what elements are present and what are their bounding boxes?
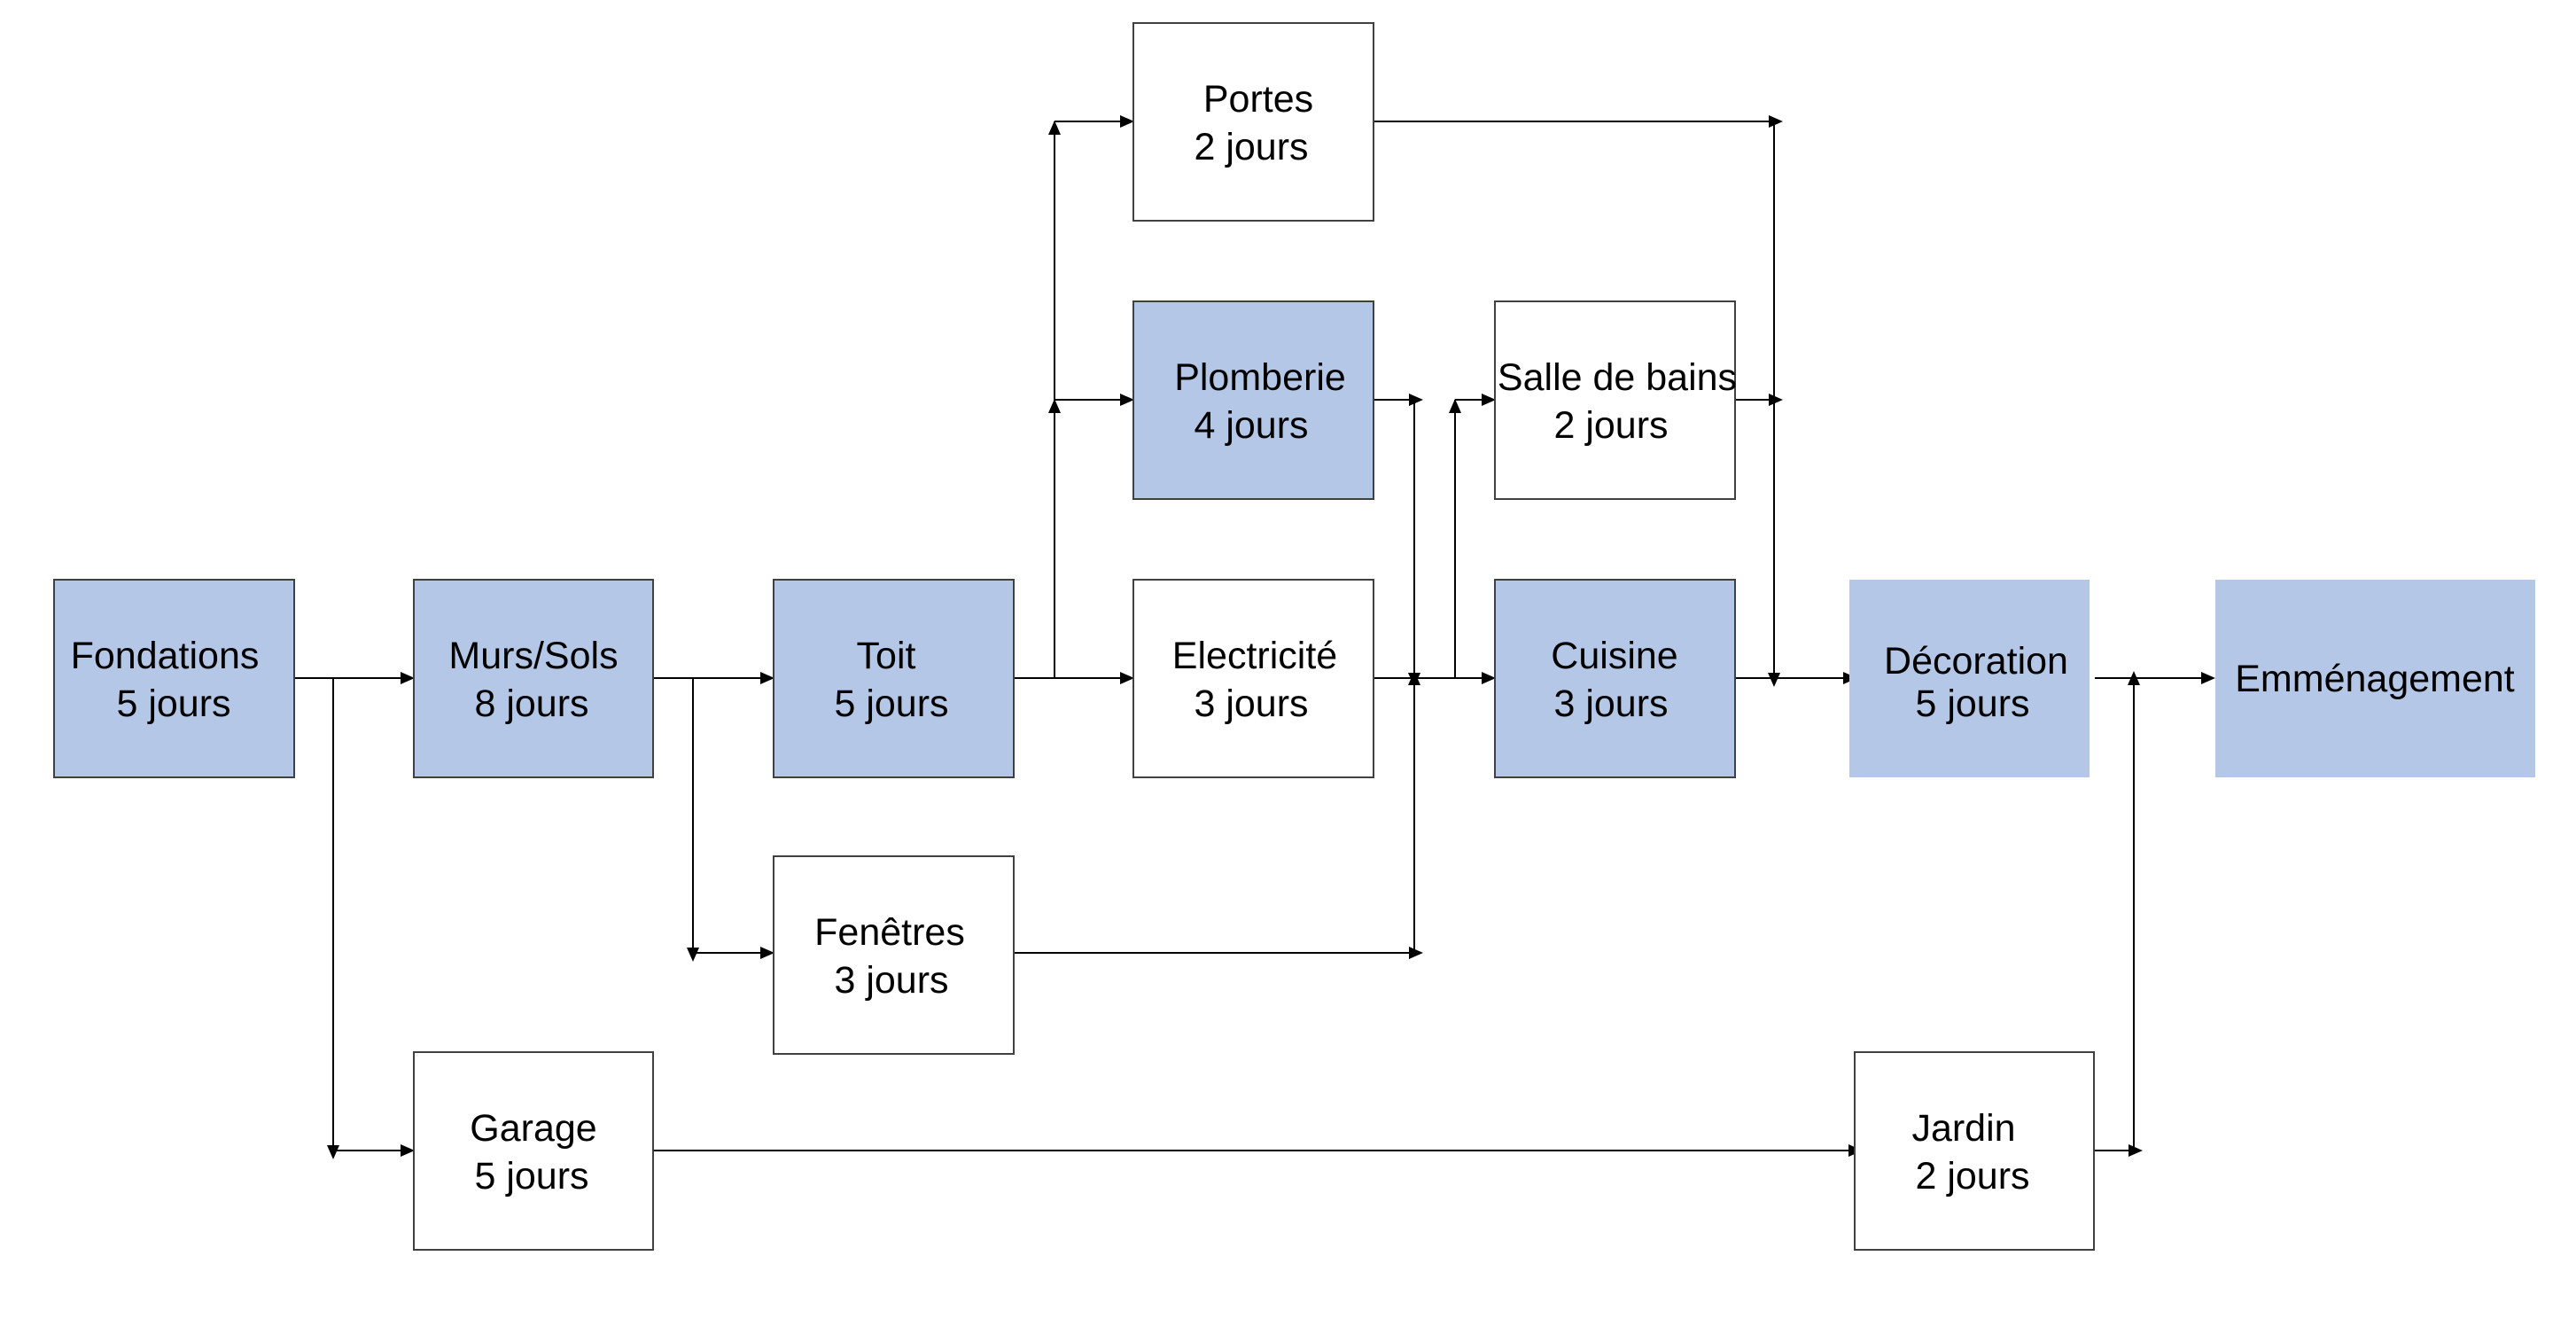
node-box [413, 1051, 654, 1251]
arrow-head [1120, 672, 1134, 684]
node-emmenagement: Emménagement [2215, 580, 2535, 777]
node-box [773, 855, 1015, 1055]
node-plomberie: Plomberie 4 jours [1132, 300, 1374, 500]
node-box [1854, 1051, 2095, 1251]
node-fondations: Fondations 5 jours [53, 579, 295, 778]
arrow-head [760, 947, 774, 959]
node-name: Emménagement [2235, 658, 2515, 700]
node-fenetres: Fenêtres 3 jours [773, 855, 1015, 1055]
node-box [53, 579, 295, 778]
arrow-head [327, 1145, 339, 1159]
arrow-head [1120, 115, 1134, 128]
arrow-head [401, 672, 415, 684]
node-box [1849, 580, 2090, 777]
node-salle-de-bains: Salle de bains 2 jours [1494, 300, 1737, 500]
arrow-head [1482, 672, 1496, 684]
arrow-head [687, 948, 699, 962]
node-duration: 8 jours [474, 683, 588, 725]
node-duration: 3 jours [1194, 683, 1308, 725]
node-name: Murs/Sols [448, 635, 618, 677]
node-jardin: Jardin 2 jours [1854, 1051, 2095, 1251]
node-name: Cuisine [1551, 635, 1677, 677]
node-name: Portes [1203, 78, 1313, 121]
arrow-head [1409, 394, 1423, 406]
node-duration: 5 jours [474, 1155, 588, 1197]
node-name: Décoration [1884, 640, 2068, 683]
node-box [1494, 579, 1736, 778]
node-name: Toit [857, 635, 916, 677]
arrow-head [1120, 394, 1134, 406]
node-name: Fenêtres [814, 911, 965, 954]
node-duration: 3 jours [834, 959, 948, 1002]
arrow-head [2201, 672, 2215, 684]
node-duration: 5 jours [1915, 683, 2029, 725]
node-duration: 2 jours [1194, 126, 1308, 168]
arrow-head [760, 672, 774, 684]
node-name: Electricité [1172, 635, 1337, 677]
node-duration: 2 jours [1915, 1155, 2029, 1197]
node-box [1132, 22, 1374, 222]
connectors [294, 115, 2215, 1159]
node-name: Fondations [71, 635, 260, 677]
arrow-head [1048, 121, 1061, 135]
node-electricite: Electricité 3 jours [1132, 579, 1374, 778]
node-box [773, 579, 1015, 778]
arrow-head [1482, 394, 1496, 406]
node-duration: 4 jours [1194, 404, 1308, 447]
node-box [1132, 300, 1374, 500]
arrow-head [1769, 394, 1783, 406]
node-name: Plomberie [1174, 356, 1346, 399]
node-name: Salle de bains [1498, 356, 1737, 399]
arrow-head [1409, 947, 1423, 959]
node-duration: 5 jours [116, 683, 230, 725]
arrow-head [1048, 399, 1061, 413]
node-name: Garage [470, 1107, 596, 1150]
arrow-head [1408, 671, 1420, 685]
node-duration: 5 jours [834, 683, 948, 725]
node-duration: 2 jours [1553, 404, 1668, 447]
node-decoration: Décoration 5 jours [1849, 580, 2090, 777]
node-toit: Toit 5 jours [773, 579, 1015, 778]
node-box [2215, 580, 2535, 777]
task-nodes: Fondations 5 jours Murs/Sols 8 jours Toi… [53, 22, 2535, 1251]
node-box [413, 579, 654, 778]
arrow-head [1768, 673, 1780, 687]
node-box [1132, 579, 1374, 778]
node-murs-sols: Murs/Sols 8 jours [413, 579, 654, 778]
arrow-head [1449, 399, 1461, 413]
node-duration: 3 jours [1553, 683, 1668, 725]
arrow-head [1769, 115, 1783, 128]
arrow-head [2128, 671, 2140, 685]
node-box [1494, 300, 1736, 500]
arrow-head [401, 1144, 415, 1157]
node-name: Jardin [1911, 1107, 2015, 1150]
arrow-head [2129, 1144, 2143, 1157]
node-garage: Garage 5 jours [413, 1051, 654, 1251]
node-cuisine: Cuisine 3 jours [1494, 579, 1736, 778]
node-portes: Portes 2 jours [1132, 22, 1374, 222]
